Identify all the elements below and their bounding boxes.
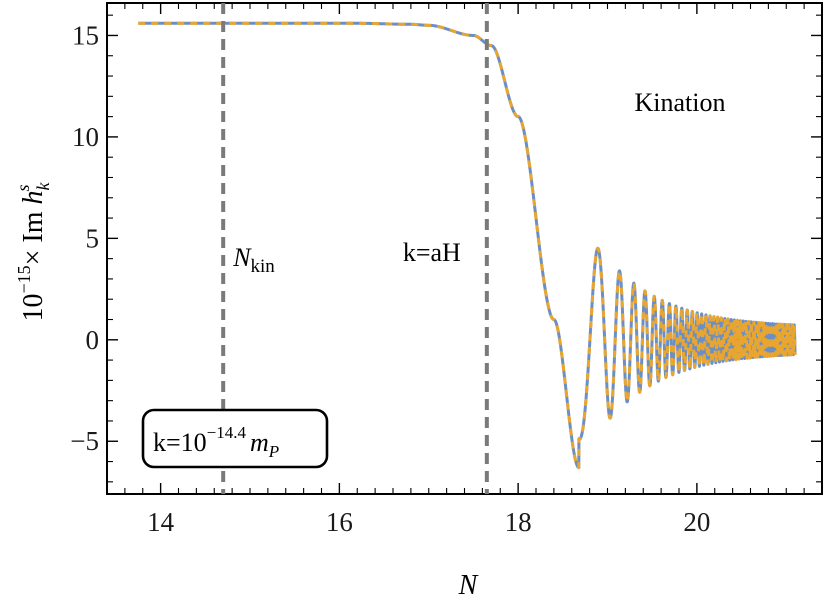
y-tick-label: −5: [70, 426, 99, 456]
y-axis-title: 10−15× Im hks: [13, 181, 53, 321]
y-tick-label: 15: [72, 20, 99, 50]
y-axis-title-h: h: [18, 190, 49, 204]
k-value-exponent: −14.4: [207, 423, 247, 442]
vline-label-horizon-main: k=aH: [403, 238, 461, 267]
vline-label-nkin-main: N: [232, 243, 252, 272]
k-value-base: k=10: [153, 428, 207, 457]
x-tick-label: 18: [505, 507, 532, 537]
x-tick-label: 14: [147, 507, 175, 537]
y-tick-label: 10: [72, 122, 99, 152]
y-axis-title-base: 10: [18, 294, 49, 322]
k-value-planck-sub: P: [268, 442, 279, 461]
x-tick-label: 16: [326, 507, 353, 537]
series-line-dashed: [136, 21, 797, 470]
vline-label-horizon: k=aH: [403, 238, 461, 267]
series-layer: [136, 21, 797, 470]
vline-layer: [221, 3, 489, 494]
tick-layer: 14 16 18 20 −5 0 5 10 15: [70, 3, 823, 537]
x-axis-title: N: [458, 570, 479, 601]
x-tick-label: 20: [683, 507, 710, 537]
vline-label-nkin: Nkin: [232, 243, 275, 277]
k-value-box: [141, 408, 329, 469]
y-tick-label: 5: [86, 223, 100, 253]
y-axis-title-exp: −15: [14, 265, 34, 293]
y-axis-title-times: × Im: [18, 204, 49, 265]
vline-label-nkin-sub: kin: [251, 256, 276, 277]
k-value-planck-m: m: [250, 428, 269, 457]
regime-label: Kination: [635, 88, 726, 117]
y-axis-title-sup: s: [13, 184, 33, 191]
y-tick-label: 0: [86, 325, 100, 355]
y-axis-title-sub: k: [33, 181, 53, 190]
